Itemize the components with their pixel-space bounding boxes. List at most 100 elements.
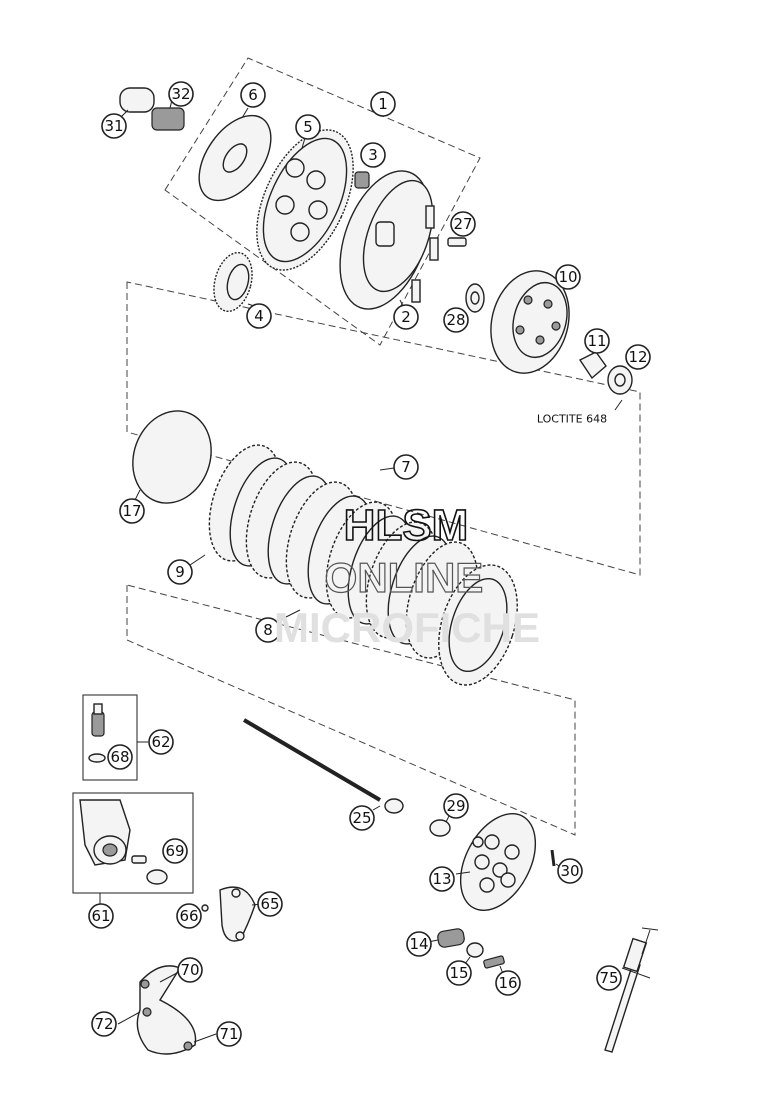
svg-text:28: 28: [446, 311, 465, 329]
slave-cylinder-group: [72, 792, 194, 905]
svg-text:16: 16: [498, 974, 517, 992]
svg-text:1: 1: [378, 95, 388, 113]
callout-27: 27: [450, 211, 476, 237]
callout-12: 12: [625, 344, 651, 370]
bearing-sleeve-part: [119, 87, 185, 131]
svg-text:75: 75: [599, 969, 618, 987]
callout-75: 75: [596, 965, 622, 991]
svg-text:4: 4: [254, 307, 264, 325]
svg-text:25: 25: [352, 809, 371, 827]
svg-text:27: 27: [453, 215, 472, 233]
nut-part: [607, 365, 633, 411]
svg-text:69: 69: [165, 842, 184, 860]
callout-3: 3: [360, 142, 386, 168]
primary-gear-part: [256, 129, 354, 271]
svg-text:29: 29: [446, 797, 465, 815]
svg-text:71: 71: [219, 1025, 238, 1043]
loctite-annotation: LOCTITE 648: [530, 411, 614, 427]
thrust-washer-part: [198, 107, 272, 202]
gasket-part: [201, 886, 263, 942]
svg-text:13: 13: [432, 870, 451, 888]
svg-text:61: 61: [91, 907, 110, 925]
callout-4: 4: [246, 303, 272, 329]
callout-15: 15: [446, 960, 472, 986]
callout-1: 1: [370, 91, 396, 117]
svg-text:11: 11: [587, 332, 606, 350]
release-bearing-part: [429, 813, 451, 837]
group-frame-middle: [126, 281, 641, 576]
spring-screw-part: [483, 955, 505, 975]
callout-7: 7: [393, 454, 419, 480]
svg-text:MICROFICHE: MICROFICHE: [274, 604, 540, 651]
svg-text:65: 65: [260, 895, 279, 913]
o-ring-part: [132, 410, 212, 504]
watermark: MICROFICHE ONLINE HLSM: [274, 500, 540, 651]
callout-14: 14: [406, 931, 432, 957]
svg-text:HLSM: HLSM: [344, 501, 469, 550]
callout-70: 70: [177, 957, 203, 983]
callout-31: 31: [101, 113, 127, 139]
callout-32: 32: [168, 81, 194, 107]
callout-6: 6: [240, 82, 266, 108]
clutch-spring-part: [427, 928, 465, 948]
callout-8: 8: [255, 617, 281, 643]
svg-text:7: 7: [401, 458, 411, 476]
clutch-plate-stack-part: [189, 444, 518, 686]
cover-gasket-part: [117, 965, 217, 1055]
washer-part: [465, 283, 485, 313]
callout-25: 25: [349, 805, 375, 831]
svg-text:72: 72: [94, 1015, 113, 1033]
inner-hub-part: [490, 270, 570, 374]
callout-72: 72: [91, 1011, 117, 1037]
push-rod-part: [242, 718, 404, 814]
svg-text:62: 62: [151, 733, 170, 751]
callout-62: 62: [148, 729, 174, 755]
small-gear-part: [213, 251, 255, 313]
callout-9: 9: [167, 559, 193, 585]
group-frame-lower: [126, 584, 576, 836]
callout-28: 28: [443, 307, 469, 333]
callout-61: 61: [88, 903, 114, 929]
callout-16: 16: [495, 970, 521, 996]
svg-text:30: 30: [560, 862, 579, 880]
spring-washer-part: [464, 942, 484, 965]
callout-13: 13: [429, 866, 455, 892]
clutch-basket-part: [339, 170, 439, 310]
bleeder-screw-group: [82, 694, 148, 781]
svg-text:12: 12: [628, 348, 647, 366]
loctite-syringe-part: [604, 927, 659, 1053]
callout-65: 65: [257, 891, 283, 917]
svg-text:9: 9: [175, 563, 185, 581]
pressure-plate-part: [455, 812, 537, 912]
svg-text:8: 8: [263, 621, 273, 639]
svg-text:ONLINE: ONLINE: [325, 554, 484, 601]
callout-30: 30: [557, 858, 583, 884]
callout-71: 71: [216, 1021, 242, 1047]
svg-text:5: 5: [303, 118, 313, 136]
callout-68: 68: [107, 744, 133, 770]
svg-text:66: 66: [179, 907, 198, 925]
callout-29: 29: [443, 793, 469, 819]
svg-text:17: 17: [122, 502, 141, 520]
svg-text:15: 15: [449, 964, 468, 982]
svg-text:LOCTITE 648: LOCTITE 648: [537, 413, 607, 426]
svg-text:32: 32: [171, 85, 190, 103]
callout-2: 2: [393, 304, 419, 330]
callout-17: 17: [119, 498, 145, 524]
callout-10: 10: [555, 264, 581, 290]
callout-69: 69: [162, 838, 188, 864]
lock-washer-part: [578, 351, 607, 380]
callout-66: 66: [176, 903, 202, 929]
group-frame-top: [164, 57, 481, 346]
svg-text:70: 70: [180, 961, 199, 979]
svg-text:3: 3: [368, 146, 378, 164]
svg-text:31: 31: [104, 117, 123, 135]
callout-11: 11: [584, 328, 610, 354]
svg-text:10: 10: [558, 268, 577, 286]
callout-5: 5: [295, 114, 321, 140]
svg-text:2: 2: [401, 308, 411, 326]
needle-bearing-part: [354, 171, 370, 189]
svg-text:6: 6: [248, 86, 258, 104]
svg-text:68: 68: [110, 748, 129, 766]
